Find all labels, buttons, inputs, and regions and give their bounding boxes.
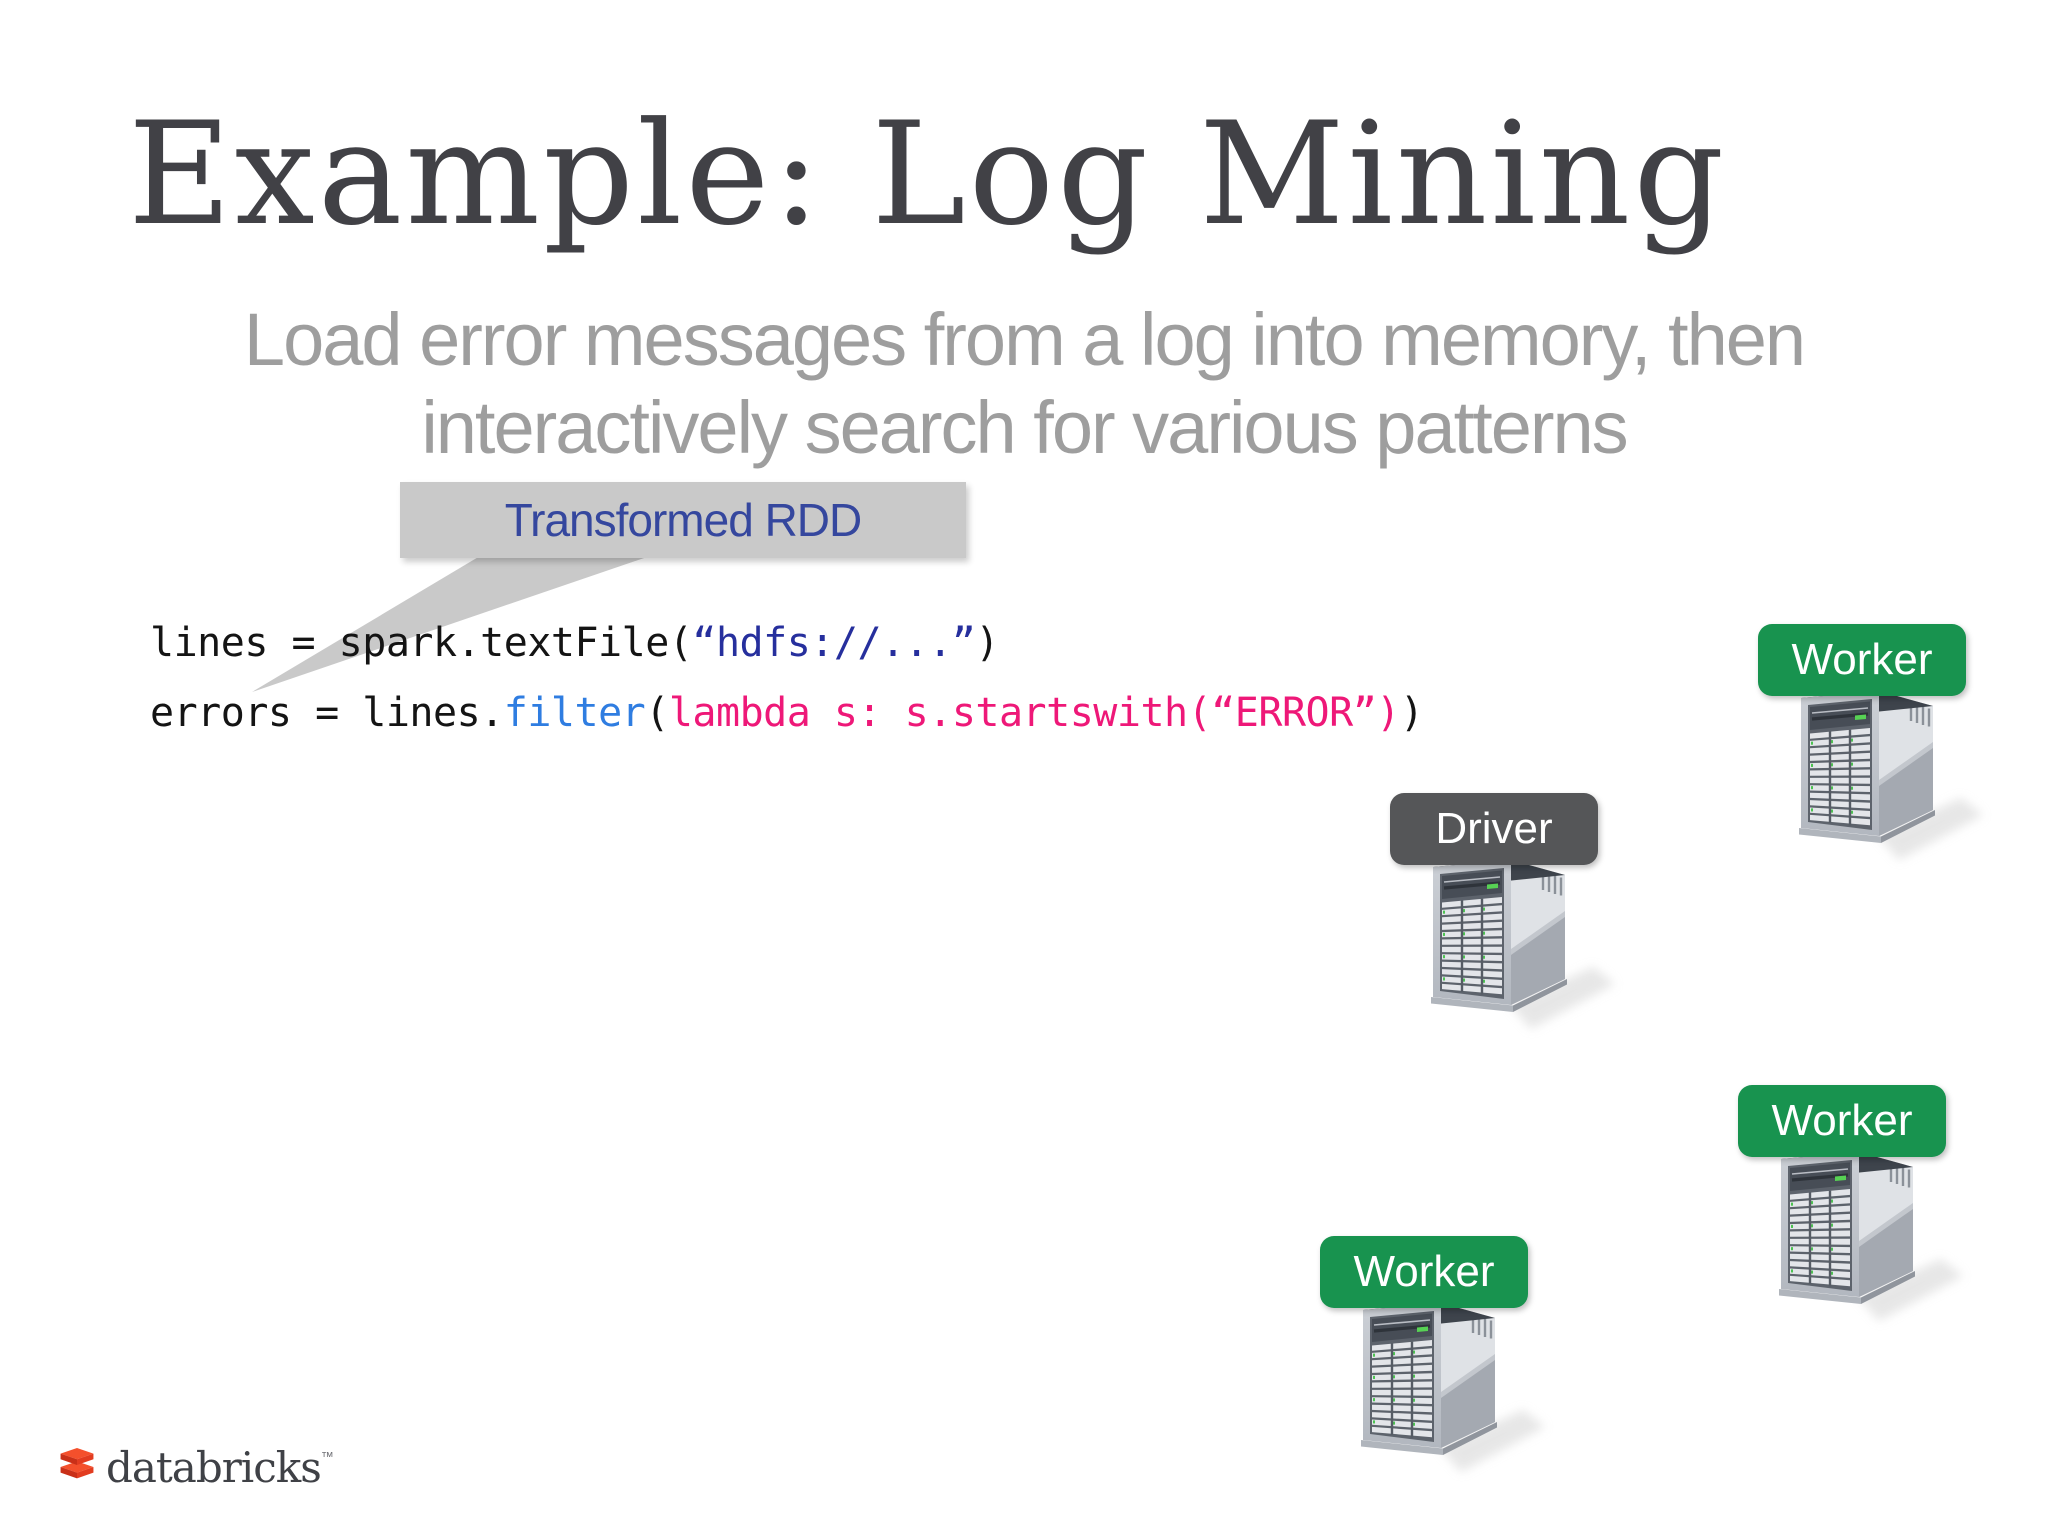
server-tower-icon: [1431, 860, 1615, 1029]
code-token: filter: [503, 690, 646, 736]
slide-title: Example: Log Mining: [128, 92, 1728, 257]
trademark-symbol: ™: [320, 1449, 334, 1464]
worker-label: Worker: [1320, 1236, 1528, 1308]
code-line: lines = spark.textFile(“hdfs://...”): [150, 608, 1423, 678]
server-tower-icon: [1361, 1303, 1545, 1472]
code-token: “hdfs://...”: [692, 620, 976, 666]
code-block: lines = spark.textFile(“hdfs://...”)erro…: [150, 608, 1424, 748]
driver-label: Driver: [1390, 793, 1598, 865]
databricks-logo-icon: [60, 1448, 94, 1479]
callout-tail: [252, 556, 650, 692]
code-token: ): [1399, 690, 1424, 736]
worker-node: Worker: [1758, 624, 1993, 874]
driver-node: Driver: [1390, 793, 1625, 1043]
callout-label: Transformed RDD: [504, 494, 862, 546]
databricks-wordmark: databricks: [106, 1443, 322, 1492]
code-token: ): [975, 620, 999, 666]
worker-label: Worker: [1738, 1085, 1946, 1157]
code-token: (: [645, 690, 669, 736]
databricks-logo: databricks ™: [56, 1443, 334, 1492]
worker-node: Worker: [1320, 1236, 1555, 1486]
subtitle-line-2: interactively search for various pattern…: [421, 386, 1628, 469]
subtitle-line-1: Load error messages from a log into memo…: [243, 298, 1806, 381]
callout-tail-shape: [252, 556, 650, 692]
callout-transformed-rdd: Transformed RDD: [400, 482, 966, 558]
worker-label: Worker: [1758, 624, 1966, 696]
code-token: errors = lines.: [150, 690, 504, 736]
code-line: errors = lines.filter(lambda s: s.starts…: [150, 678, 1424, 748]
slide-subtitle: Load error messages from a log into memo…: [0, 296, 2048, 472]
server-tower-icon: [1799, 691, 1983, 860]
worker-node: Worker: [1738, 1085, 1973, 1335]
server-tower-icon: [1779, 1152, 1963, 1321]
code-token: lambda s: s.startswith(“ERROR”): [668, 690, 1401, 736]
code-token: lines = spark.textFile(: [150, 620, 693, 666]
